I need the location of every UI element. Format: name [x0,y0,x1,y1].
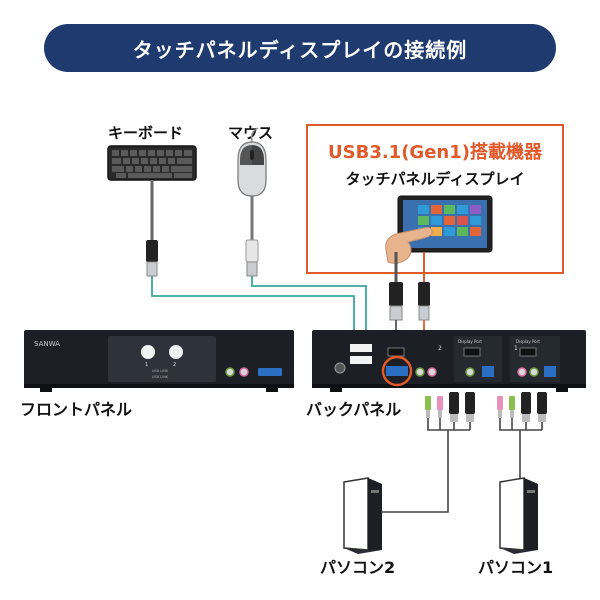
front-panel-label: フロントパネル [20,400,133,419]
svg-text:Display Port: Display Port [516,339,540,344]
mouse-icon [237,141,267,197]
display-dp-plug [389,282,403,321]
brand-logo: SANWA [34,340,60,348]
keyboard-usb-plug [146,240,158,277]
keyboard-teal-cable [151,276,355,342]
pc2-cable-set [380,392,475,513]
mouse-teal-cable [251,276,367,342]
touch-display-label: タッチパネルディスプレイ [345,170,525,188]
svg-text:1: 1 [514,345,518,352]
mouse-label: マウス [228,124,274,142]
touch-display-icon [397,195,493,253]
usb-device-title: USB3.1(Gen1)搭載機器 [328,142,542,163]
svg-text:Display Port: Display Port [458,339,482,344]
svg-text:1: 1 [145,362,148,368]
front-panel-device: SANWA 1 2 USB LINK USB LINK [24,330,294,392]
pc2-tower-icon [343,477,382,554]
keyboard-label: キーボード [108,124,184,142]
highlight-ring [381,355,413,387]
banner-title: タッチパネルディスプレイの接続例 [132,37,468,62]
pc1-label: パソコン1 [478,558,554,577]
svg-text:2: 2 [173,362,176,368]
svg-text:2: 2 [438,345,442,352]
display-usb-plug [418,282,430,321]
pc1-tower-icon [499,477,538,554]
pc2-label: パソコン2 [320,558,396,577]
keyboard-icon [107,145,197,181]
svg-text:USB LINK: USB LINK [152,369,169,373]
pc1-cable-set [497,392,547,480]
back-panel-label: バックパネル [306,400,402,419]
mouse-usb-plug [245,239,259,277]
svg-text:USB LINK: USB LINK [152,375,169,379]
title-banner: タッチパネルディスプレイの接続例 [44,24,556,72]
back-panel-device: 2 Display Port 1 Display Port [312,330,586,392]
